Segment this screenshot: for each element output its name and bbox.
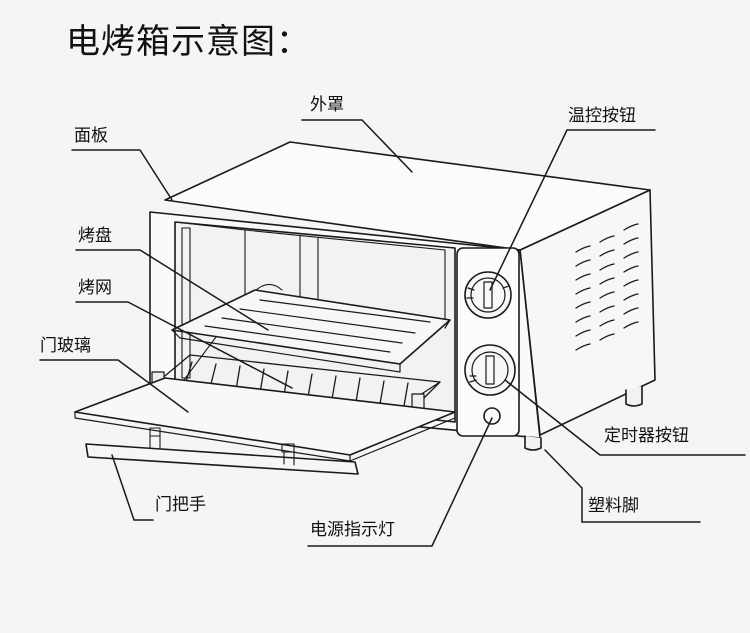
door-handle (85, 443, 359, 475)
door-glass (74, 377, 456, 456)
leader-tray (75, 249, 269, 331)
label-temp-knob: 温控按钮 (568, 106, 636, 126)
power-indicator-light (483, 407, 501, 425)
label-timer-knob: 定时器按钮 (604, 426, 689, 446)
temperature-knob (464, 271, 512, 319)
oven-top (164, 141, 651, 251)
foot-back-right (625, 385, 643, 407)
leader-rack (75, 301, 293, 389)
label-door-glass: 门玻璃 (40, 336, 91, 356)
label-outer-cover: 外罩 (310, 95, 344, 115)
label-power-indicator: 电源指示灯 (310, 520, 395, 540)
leader-feet (544, 449, 583, 523)
leader-door-glass (39, 359, 189, 413)
timer-knob (464, 344, 516, 396)
leader-timer-knob (504, 379, 746, 456)
label-baking-tray: 烤盘 (78, 226, 112, 246)
vents-right-column (623, 223, 639, 329)
label-panel: 面板 (74, 126, 108, 146)
leader-outer-cover (301, 119, 413, 173)
leader-temp-knob (489, 129, 656, 291)
leader-panel (71, 149, 173, 201)
page-title: 电烤箱示意图： (66, 22, 311, 62)
label-plastic-feet: 塑料脚 (588, 496, 639, 516)
leader-power-light (307, 417, 493, 547)
vents-middle-column (599, 235, 615, 341)
vents-left-column (575, 245, 591, 351)
baking-tray (171, 289, 451, 373)
leader-lines (39, 119, 746, 547)
label-door-handle: 门把手 (155, 495, 206, 515)
foot-front-right (524, 435, 542, 451)
label-baking-rack: 烤网 (78, 278, 112, 298)
leader-handle (111, 454, 154, 521)
